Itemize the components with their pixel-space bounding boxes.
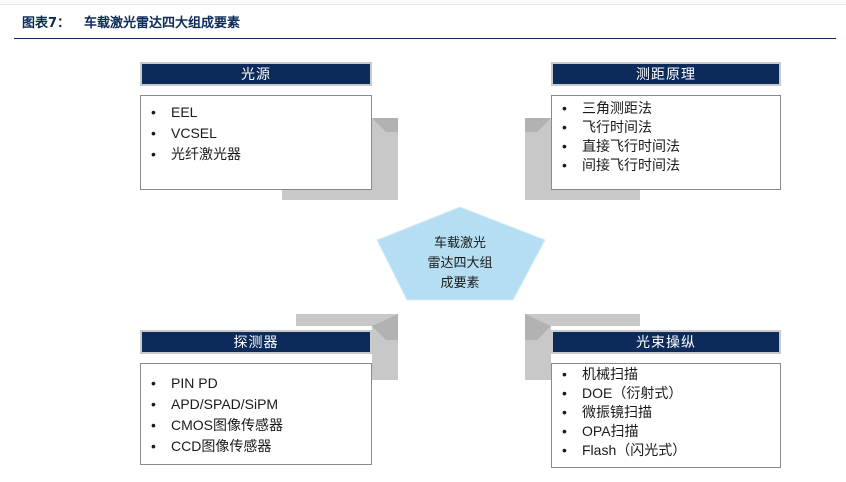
figure-number: 图表7： xyxy=(22,16,71,31)
list-beam-steering: 机械扫描 DOE（衍射式） 微振镜扫描 OPA扫描 Flash（闪光式） xyxy=(560,365,770,460)
center-label: 车载激光 雷达四大组 成要素 xyxy=(400,234,520,294)
list-light-source: EEL VCSEL 光纤激光器 xyxy=(149,102,361,165)
list-item: VCSEL xyxy=(149,123,361,144)
top-edge-strip xyxy=(0,0,846,5)
header-detector: 探测器 xyxy=(140,330,372,354)
box-light-source: EEL VCSEL 光纤激光器 xyxy=(140,95,372,190)
list-item: 飞行时间法 xyxy=(560,118,770,137)
list-item: CCD图像传感器 xyxy=(149,436,361,457)
list-ranging-principle: 三角测距法 飞行时间法 直接飞行时间法 间接飞行时间法 xyxy=(560,99,770,175)
box-ranging-principle: 三角测距法 飞行时间法 直接飞行时间法 间接飞行时间法 xyxy=(551,95,781,190)
list-item: 三角测距法 xyxy=(560,99,770,118)
list-item: 光纤激光器 xyxy=(149,144,361,165)
header-ranging-principle: 测距原理 xyxy=(551,62,781,86)
box-beam-steering: 机械扫描 DOE（衍射式） 微振镜扫描 OPA扫描 Flash（闪光式） xyxy=(551,363,781,468)
center-pentagon xyxy=(376,206,546,301)
list-item: 机械扫描 xyxy=(560,365,770,384)
connector-top-right xyxy=(525,94,640,200)
connector-bottom-left xyxy=(296,314,398,380)
list-item: CMOS图像传感器 xyxy=(149,415,361,436)
center-label-line: 车载激光 xyxy=(433,236,486,251)
center-label-line: 雷达四大组 xyxy=(427,256,493,271)
list-item: APD/SPAD/SiPM xyxy=(149,394,361,415)
connector-bottom-left-shade xyxy=(372,314,398,340)
header-light-source-text: 光源 xyxy=(241,67,271,83)
title-rule xyxy=(14,38,836,39)
header-light-source: 光源 xyxy=(140,62,372,86)
box-detector: PIN PD APD/SPAD/SiPM CMOS图像传感器 CCD图像传感器 xyxy=(140,363,372,465)
list-item: EEL xyxy=(149,102,361,123)
list-item: 间接飞行时间法 xyxy=(560,156,770,175)
connector-top-right-shade xyxy=(525,118,551,132)
connector-bottom-right-shade xyxy=(525,314,551,340)
center-label-line: 成要素 xyxy=(440,276,480,291)
list-item: 微振镜扫描 xyxy=(560,403,770,422)
header-beam-steering-text: 光束操纵 xyxy=(636,335,696,351)
list-detector: PIN PD APD/SPAD/SiPM CMOS图像传感器 CCD图像传感器 xyxy=(149,373,361,457)
list-item: Flash（闪光式） xyxy=(560,441,770,460)
connector-top-left xyxy=(282,94,398,200)
header-ranging-principle-text: 测距原理 xyxy=(636,67,696,83)
header-detector-text: 探测器 xyxy=(233,335,279,351)
list-item: PIN PD xyxy=(149,373,361,394)
figure-title-text: 车载激光雷达四大组成要素 xyxy=(84,16,241,31)
figure-title: 图表7： 车载激光雷达四大组成要素 xyxy=(22,12,240,31)
list-item: 直接飞行时间法 xyxy=(560,137,770,156)
header-beam-steering: 光束操纵 xyxy=(551,330,781,354)
connector-top-left-shade xyxy=(372,118,398,132)
list-item: OPA扫描 xyxy=(560,422,770,441)
list-item: DOE（衍射式） xyxy=(560,384,770,403)
